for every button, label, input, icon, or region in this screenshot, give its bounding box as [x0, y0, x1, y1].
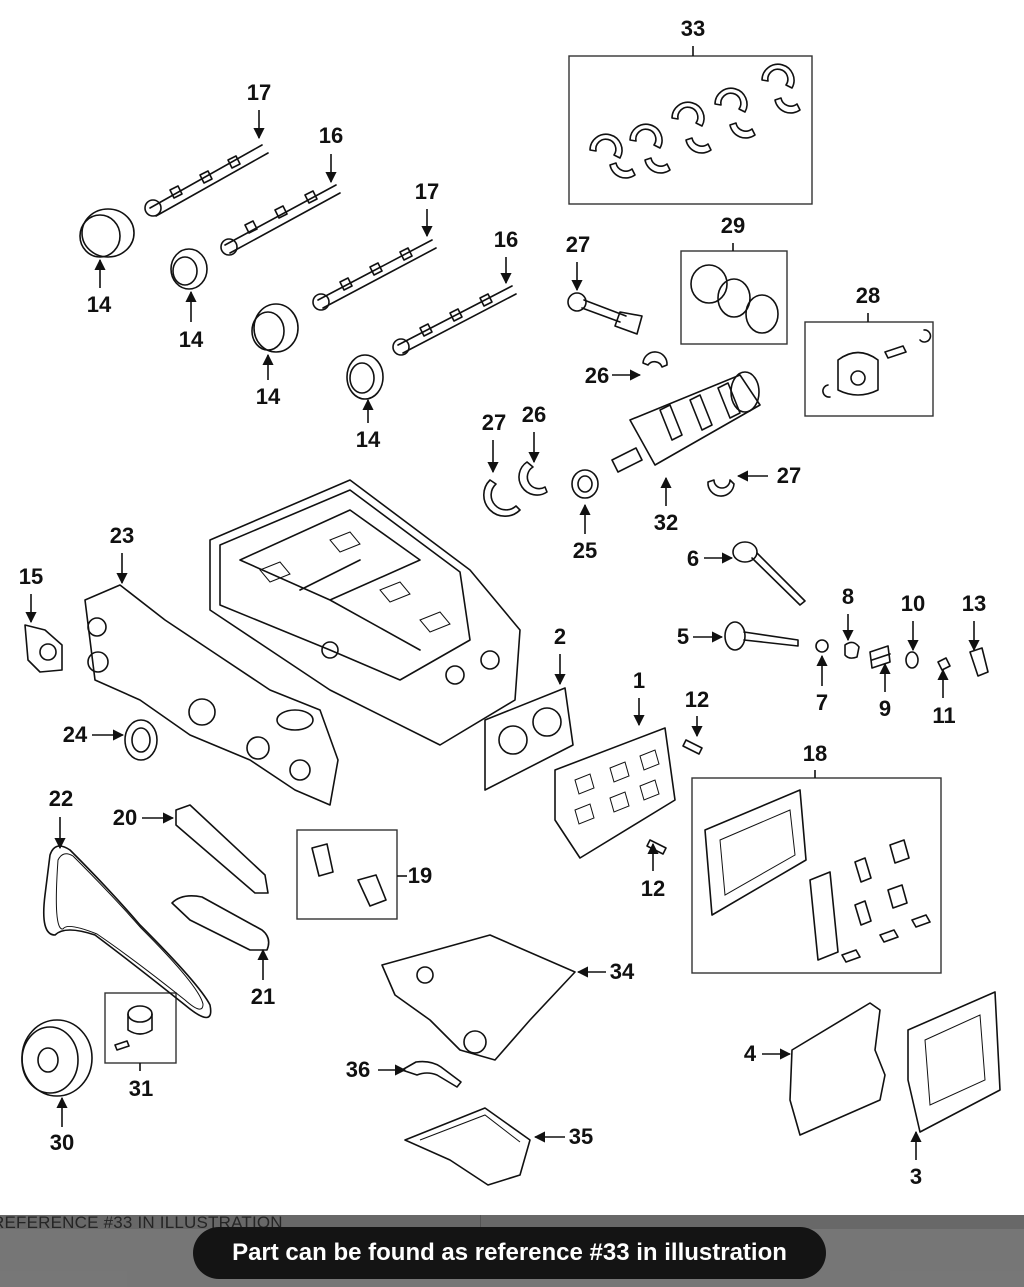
callout-36[interactable]: 36 — [345, 1057, 371, 1082]
crankshaft — [571, 371, 761, 499]
oil-pan — [404, 1107, 531, 1186]
main-bearing-box — [568, 55, 813, 205]
callout-17[interactable]: 17 — [246, 80, 272, 105]
callout-5[interactable]: 5 — [676, 624, 690, 649]
callout-8[interactable]: 8 — [841, 584, 855, 609]
chain-tensioner — [311, 843, 387, 907]
callout-27[interactable]: 27 — [565, 232, 591, 257]
engine-parts-diagram: 33 17 16 17 16 14 14 14 14 27 29 28 26 2… — [18, 16, 1001, 1189]
callout-14[interactable]: 14 — [86, 292, 112, 317]
callout-30[interactable]: 30 — [49, 1130, 75, 1155]
callout-33[interactable]: 33 — [680, 16, 706, 41]
callout-4[interactable]: 4 — [743, 1041, 757, 1066]
piston — [822, 329, 932, 398]
callout-15[interactable]: 15 — [18, 564, 44, 589]
valves — [724, 541, 806, 651]
callout-29[interactable]: 29 — [720, 213, 746, 238]
cylinder-head — [554, 727, 676, 859]
crank-pulley — [21, 1019, 93, 1097]
callout-32[interactable]: 32 — [653, 510, 679, 535]
callout-3[interactable]: 3 — [909, 1164, 923, 1189]
head-gasket — [484, 687, 574, 791]
callout-12[interactable]: 12 — [684, 687, 710, 712]
callout-17[interactable]: 17 — [414, 179, 440, 204]
callout-28[interactable]: 28 — [855, 283, 881, 308]
callout-7[interactable]: 7 — [815, 690, 829, 715]
callout-6[interactable]: 6 — [686, 546, 700, 571]
callout-20[interactable]: 20 — [112, 805, 138, 830]
tensioner-box — [296, 829, 398, 920]
callout-14[interactable]: 14 — [355, 427, 381, 452]
callout-9[interactable]: 9 — [878, 696, 892, 721]
dowel-pin-lower — [646, 839, 667, 855]
callout-12[interactable]: 12 — [640, 876, 666, 901]
tensioner-arm — [171, 895, 270, 951]
bushing-box — [104, 992, 177, 1064]
callout-19[interactable]: 19 — [407, 863, 433, 888]
engine-exploded-view — [21, 46, 1001, 1186]
callout-35[interactable]: 35 — [568, 1124, 594, 1149]
callout-26[interactable]: 26 — [584, 363, 610, 388]
callout-31[interactable]: 31 — [128, 1076, 154, 1101]
vacuum-pump — [24, 624, 63, 673]
dowel-pin-upper — [682, 739, 703, 755]
callout-22[interactable]: 22 — [48, 786, 74, 811]
callout-26[interactable]: 26 — [521, 402, 547, 427]
callout-16[interactable]: 16 — [318, 123, 344, 148]
callout-11[interactable]: 11 — [932, 703, 956, 728]
callout-14[interactable]: 14 — [255, 384, 281, 409]
callout-18[interactable]: 18 — [802, 741, 828, 766]
bushing — [114, 1005, 153, 1051]
oil-pump-housing — [381, 934, 576, 1061]
crank-seal — [124, 719, 158, 761]
callout-25[interactable]: 25 — [572, 538, 598, 563]
timing-cover — [84, 584, 339, 806]
valve-cover-box — [691, 777, 942, 974]
piston-ring-box — [680, 250, 788, 345]
valve-cover-gasket — [789, 1002, 886, 1136]
callout-23[interactable]: 23 — [109, 523, 135, 548]
callout-27[interactable]: 27 — [481, 410, 507, 435]
callout-34[interactable]: 34 — [609, 959, 635, 984]
oil-pickup-tube — [401, 1060, 462, 1088]
chain-guide — [175, 804, 269, 894]
callout-21[interactable]: 21 — [250, 984, 276, 1009]
connecting-rod — [567, 292, 643, 335]
valve-cover — [907, 991, 1001, 1133]
valve-train-small-parts — [815, 639, 989, 677]
cam-sprockets — [79, 208, 384, 400]
cam-carrier-set — [704, 789, 931, 963]
callout-27[interactable]: 27 — [776, 463, 802, 488]
camshafts — [144, 144, 517, 356]
callout-24[interactable]: 24 — [62, 722, 88, 747]
main-bearing-shells — [589, 63, 801, 179]
engine-block — [209, 479, 521, 746]
callout-1[interactable]: 1 — [632, 668, 646, 693]
timing-chain — [42, 845, 212, 1019]
reference-strip — [0, 1215, 1024, 1229]
callout-14[interactable]: 14 — [178, 327, 204, 352]
reference-toast[interactable]: Part can be found as reference #33 in il… — [193, 1227, 826, 1279]
piston-rings — [690, 264, 779, 334]
callout-16[interactable]: 16 — [493, 227, 519, 252]
callout-13[interactable]: 13 — [961, 591, 987, 616]
callout-2[interactable]: 2 — [553, 624, 567, 649]
rod-bearings — [483, 351, 735, 517]
callout-10[interactable]: 10 — [900, 591, 926, 616]
piston-box — [804, 321, 934, 417]
callout-arrows — [25, 46, 980, 1160]
